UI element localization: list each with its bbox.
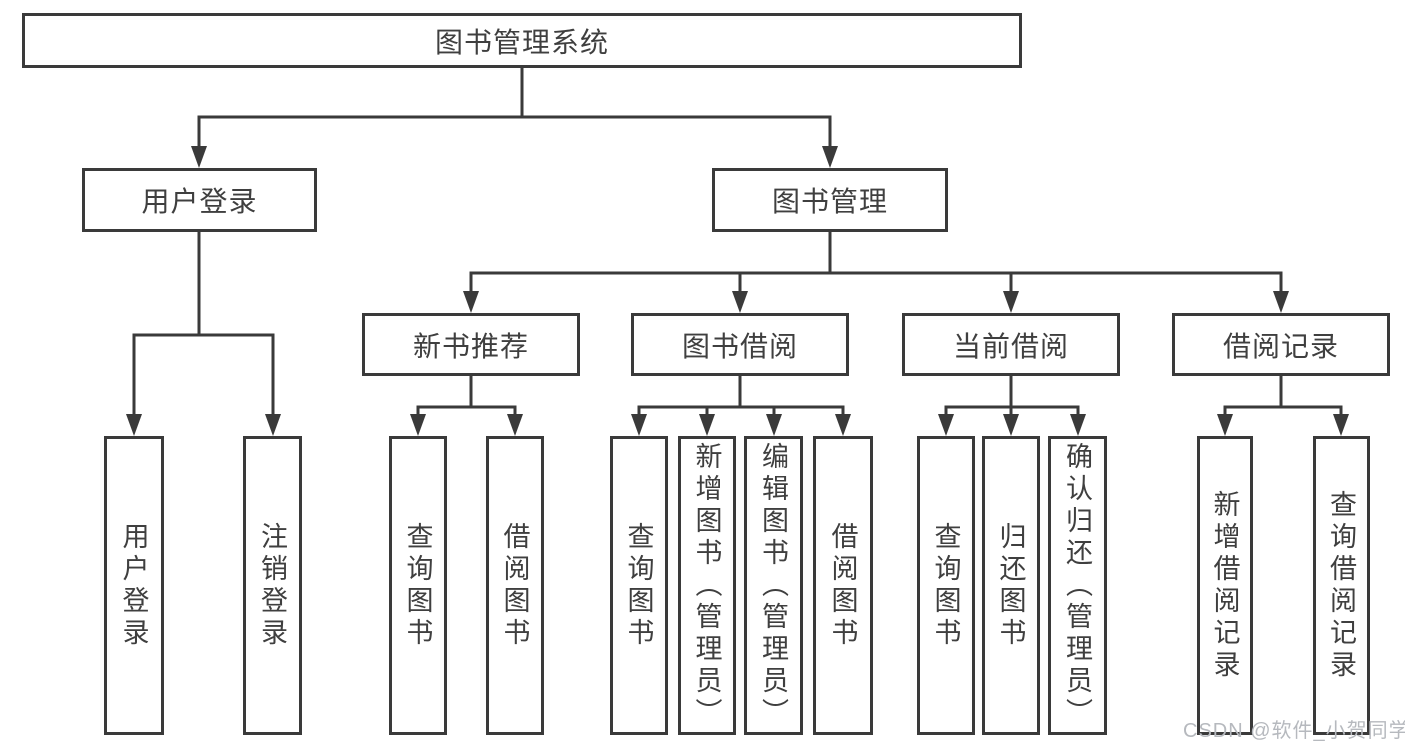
arrowhead bbox=[1333, 414, 1349, 436]
leaf-query-books-current: 查询图书 bbox=[917, 436, 975, 735]
leaf-user-login: 用户登录 bbox=[104, 436, 164, 735]
arrowhead bbox=[463, 291, 479, 313]
arrowhead bbox=[507, 414, 523, 436]
connector-current-borrow-subtree bbox=[938, 374, 1086, 436]
arrowhead bbox=[410, 414, 426, 436]
arrowhead bbox=[1003, 291, 1019, 313]
node-current-borrow: 当前借阅 bbox=[902, 313, 1120, 376]
csdn-watermark: CSDN @软件_小贺同学 bbox=[1183, 720, 1405, 742]
arrowhead bbox=[191, 146, 207, 168]
arrowhead bbox=[1003, 414, 1019, 436]
arrowhead bbox=[1217, 414, 1233, 436]
leaf-query-borrow-record: 查询借阅记录 bbox=[1313, 436, 1370, 735]
arrowhead bbox=[1070, 414, 1086, 436]
leaf-borrow-books-recommend: 借阅图书 bbox=[486, 436, 544, 735]
arrowhead bbox=[699, 414, 715, 436]
arrowhead bbox=[835, 414, 851, 436]
leaf-edit-book-admin: 编辑图书（管理员） bbox=[744, 436, 803, 735]
connector-book-borrow-subtree bbox=[631, 374, 851, 436]
connector-user-login-subtree bbox=[126, 230, 281, 436]
arrowhead bbox=[126, 414, 142, 436]
node-root-library-system: 图书管理系统 bbox=[22, 13, 1022, 68]
node-new-book-recommend: 新书推荐 bbox=[362, 313, 580, 376]
leaf-return-books: 归还图书 bbox=[982, 436, 1040, 735]
connector-borrow-records-subtree bbox=[1217, 374, 1349, 436]
leaf-confirm-return-admin: 确认归还（管理员） bbox=[1048, 436, 1107, 735]
connector-root-to-level2 bbox=[191, 66, 838, 168]
leaf-add-borrow-record: 新增借阅记录 bbox=[1197, 436, 1253, 735]
arrowhead bbox=[938, 414, 954, 436]
arrowhead bbox=[822, 146, 838, 168]
arrowhead bbox=[1273, 291, 1289, 313]
leaf-borrow-books: 借阅图书 bbox=[813, 436, 873, 735]
leaf-add-book-admin: 新增图书（管理员） bbox=[678, 436, 736, 735]
arrowhead bbox=[732, 291, 748, 313]
arrowhead bbox=[766, 414, 782, 436]
connector-new-book-subtree bbox=[410, 374, 523, 436]
arrowhead bbox=[631, 414, 647, 436]
arrowhead bbox=[265, 414, 281, 436]
connector-book-management-subtree bbox=[463, 230, 1289, 313]
leaf-query-books-borrow: 查询图书 bbox=[610, 436, 668, 735]
node-book-management: 图书管理 bbox=[712, 168, 948, 232]
node-user-login: 用户登录 bbox=[82, 168, 317, 232]
node-borrow-records: 借阅记录 bbox=[1172, 313, 1390, 376]
leaf-logout: 注销登录 bbox=[243, 436, 302, 735]
leaf-query-books-recommend: 查询图书 bbox=[389, 436, 447, 735]
node-book-borrow: 图书借阅 bbox=[631, 313, 849, 376]
